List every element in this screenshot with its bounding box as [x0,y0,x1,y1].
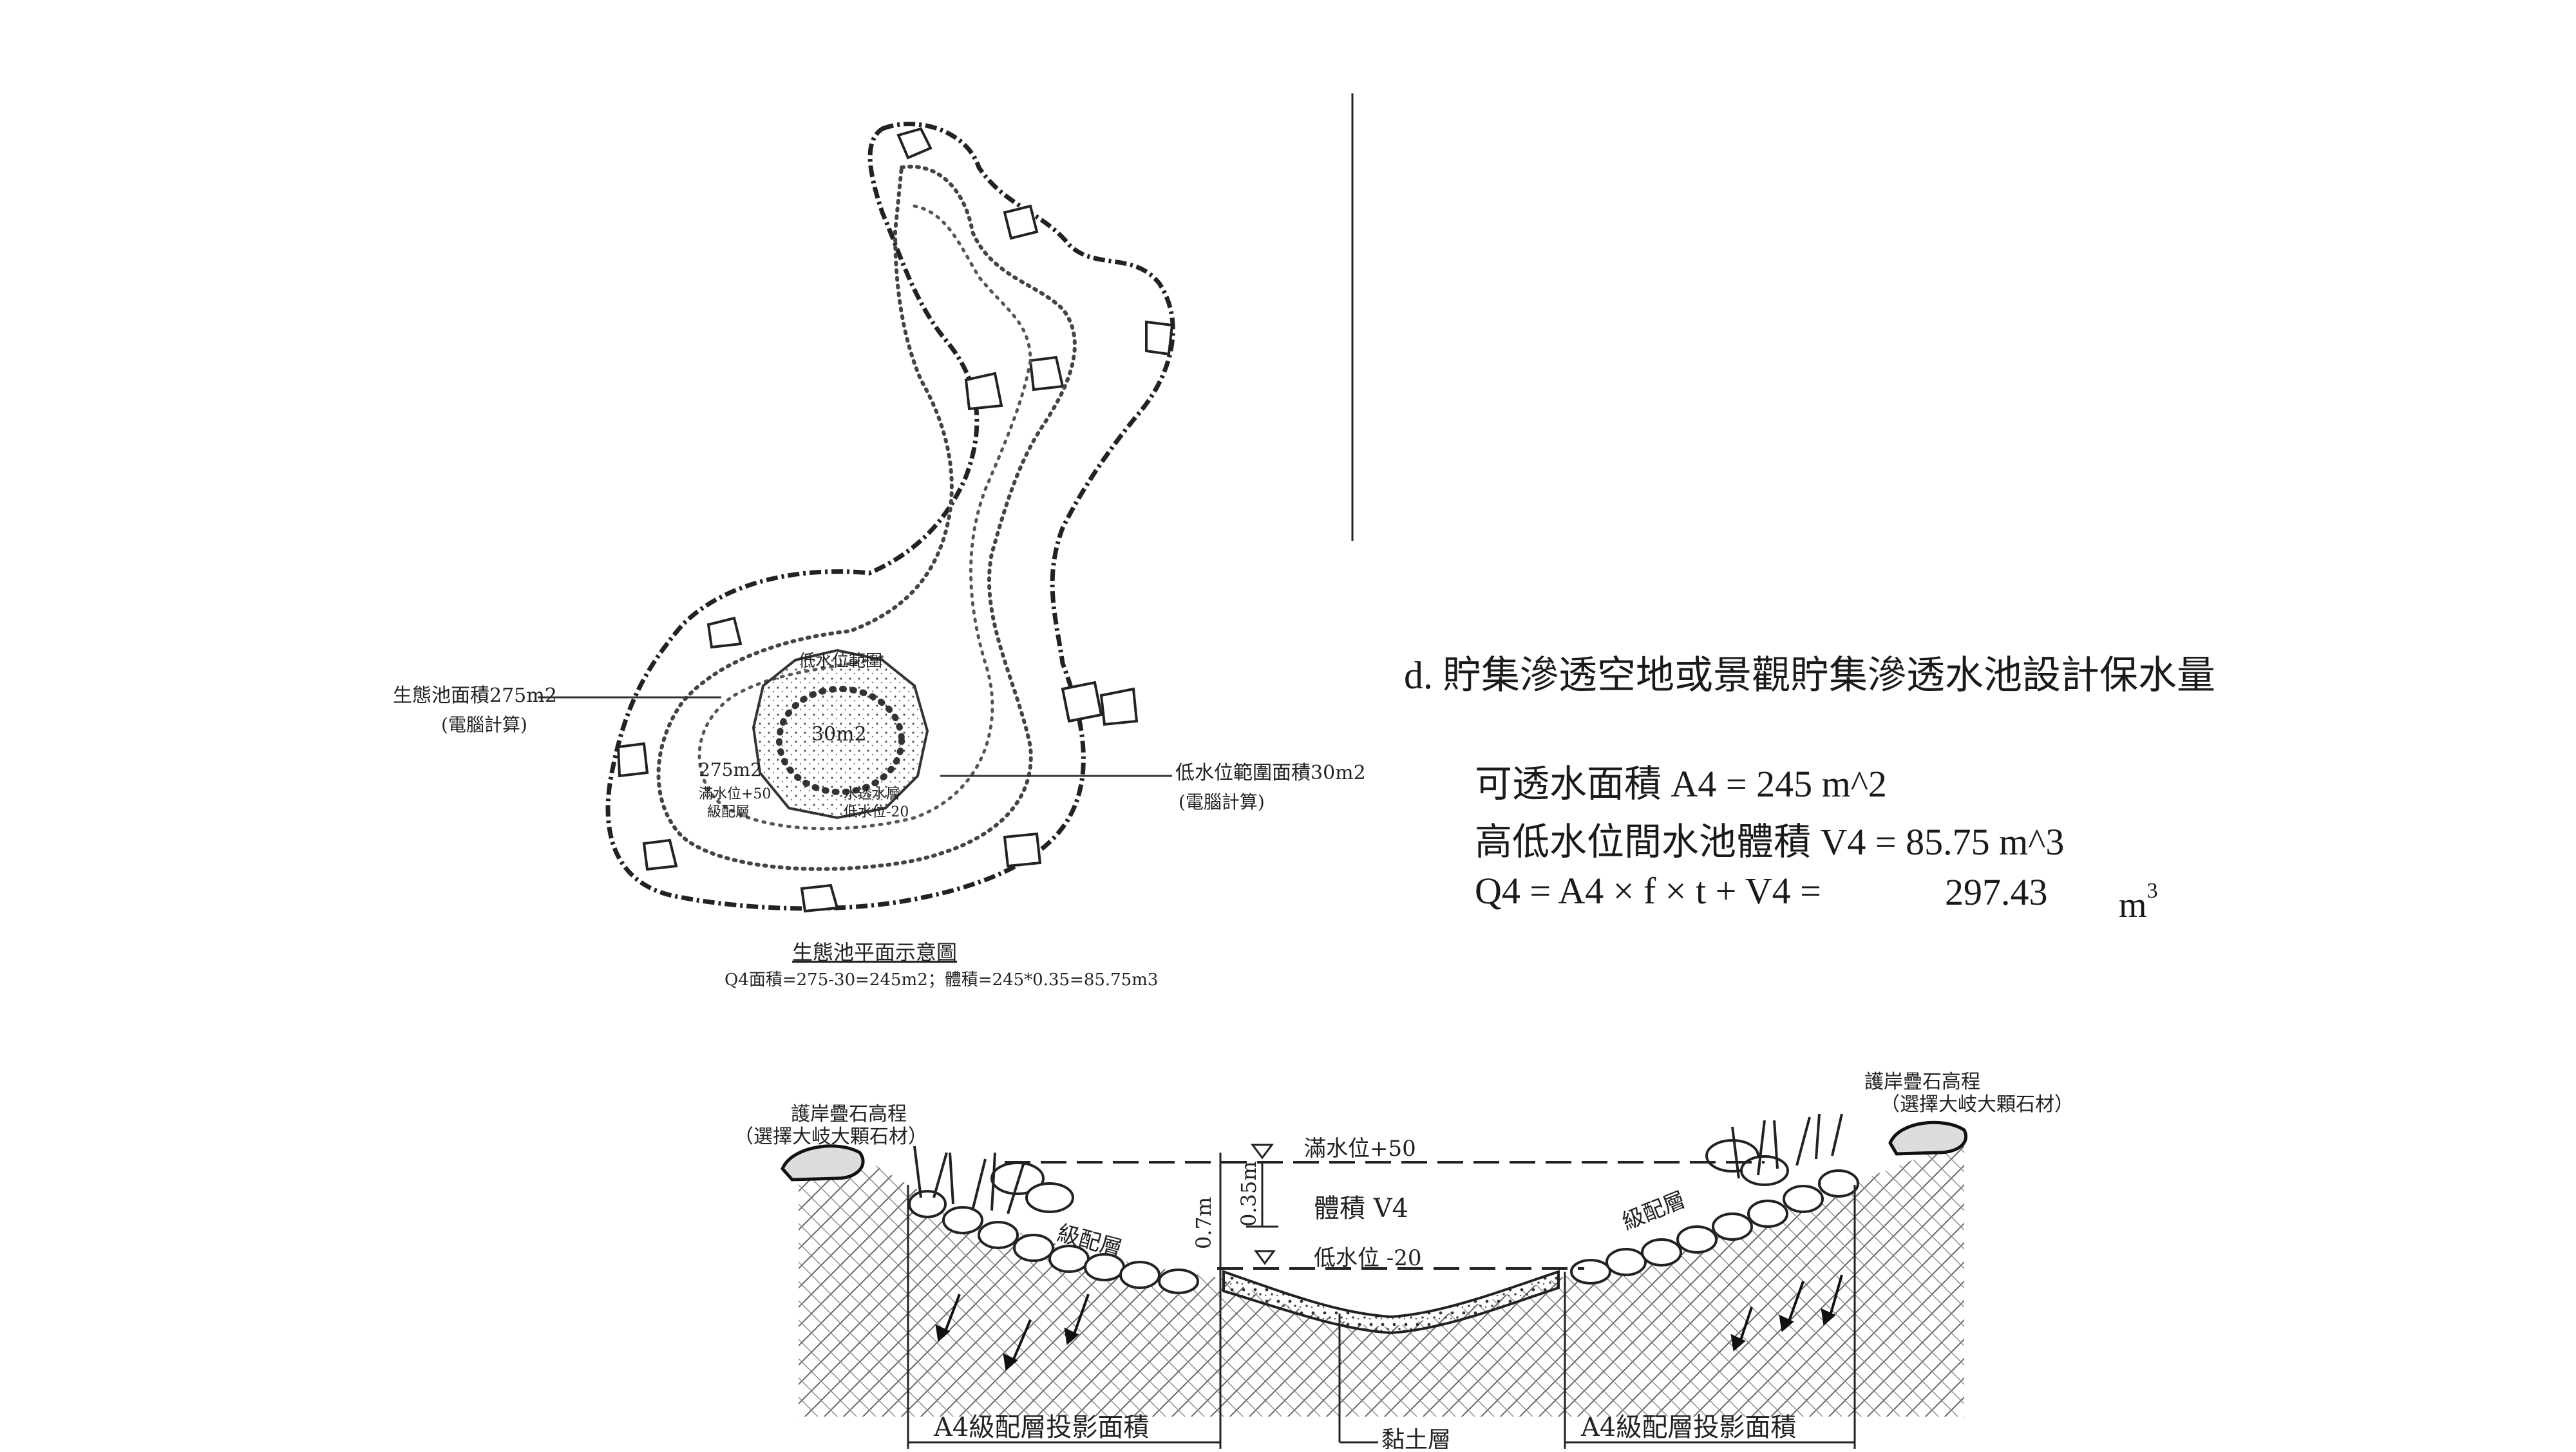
calc-heading: d. 貯集滲透空地或景觀貯集滲透水池設計保水量 [1404,654,2215,697]
volume-label: 體積 V4 [1314,1194,1408,1223]
left-bank-label-2: （選擇大岐大顆石材） [734,1126,927,1148]
pond-outer-outline [605,122,1175,911]
low-range-area-note: (電腦計算) [1179,791,1265,813]
proj-right-label: A4級配層投影面積 [1580,1413,1796,1442]
infiltration-arrows [935,1274,1843,1371]
depth-water-label: 0.35m [1236,1161,1261,1227]
left-note-1: 滿水位+50 [699,786,771,802]
full-level-marker [1251,1144,1274,1160]
left-note-2: 級配層 [707,804,750,820]
low-range-label: 低水位範圍 [799,652,882,671]
left-grass [913,1146,1025,1214]
q4-unit: m3 [2119,879,2158,926]
pond-area-label: 生態池面積275m2 [393,684,557,707]
center-note-2: 低水位-20 [844,804,909,820]
pebble-path-inner [656,164,1077,871]
left-bank-label-1: 護岸疊石高程 [791,1103,907,1126]
pebble-path-middle [697,204,1032,831]
gravel-bottom [1222,1270,1560,1335]
plan-caption-title: 生態池平面示意圖 [792,940,957,965]
right-stone-bank [1570,1139,1859,1285]
plan-caption-calc: Q4面積=275-30=245m2；體積=245*0.35=85.75m3 [724,970,1158,990]
pond-plan: 低水位範圍 30m2 水透水層 低水位-20 275m2 滿水位+50 級配層 … [393,122,1366,990]
left-boulder [781,1144,865,1182]
pond-cross-section: 護岸疊石高程 （選擇大岐大顆石材） 護岸疊石高程 （選擇大岐大顆石材） 滿水位+… [734,1071,2074,1452]
calc-line-area: 可透水面積 A4 = 245 m^2 [1475,763,1887,805]
calc-line-volume: 高低水位間水池體積 V4 = 85.75 m^3 [1475,821,2065,863]
pebble-ring [776,686,905,795]
low-level-label: 低水位 -20 [1314,1245,1422,1271]
low-range-area-label: 低水位範圍面積30m2 [1175,762,1366,784]
gravel-right-label: 級配層 [1618,1187,1689,1235]
right-bank-label-2: （選擇大岐大顆石材） [1880,1093,2074,1116]
right-grass [1731,1113,1843,1179]
q4-value: 297.43 [1945,871,2048,913]
low-level-marker [1254,1250,1276,1265]
right-bank-label-1: 護岸疊石高程 [1864,1071,1980,1093]
full-level-label: 滿水位+50 [1304,1136,1416,1162]
ground-hatch [799,1146,1964,1417]
calc-line-q4: Q4 = A4 × f × t + V4 = [1475,870,1821,912]
q4-unit-base: m [2119,885,2147,925]
rock-edge-stones [616,127,1174,913]
right-boulder [1888,1120,1967,1156]
proj-left-label: A4級配層投影面積 [933,1413,1149,1442]
depth-total-label: 0.7m [1191,1197,1216,1249]
clay-label: 黏土層 [1381,1427,1451,1449]
center-note-1: 水透水層 [844,786,900,802]
pond-area-note: (電腦計算) [441,714,527,735]
left-area-label: 275m2 [699,759,762,780]
center-area-label: 30m2 [811,723,867,746]
q4-unit-sup: 3 [2146,879,2158,903]
left-stone-bank [908,1162,1199,1294]
